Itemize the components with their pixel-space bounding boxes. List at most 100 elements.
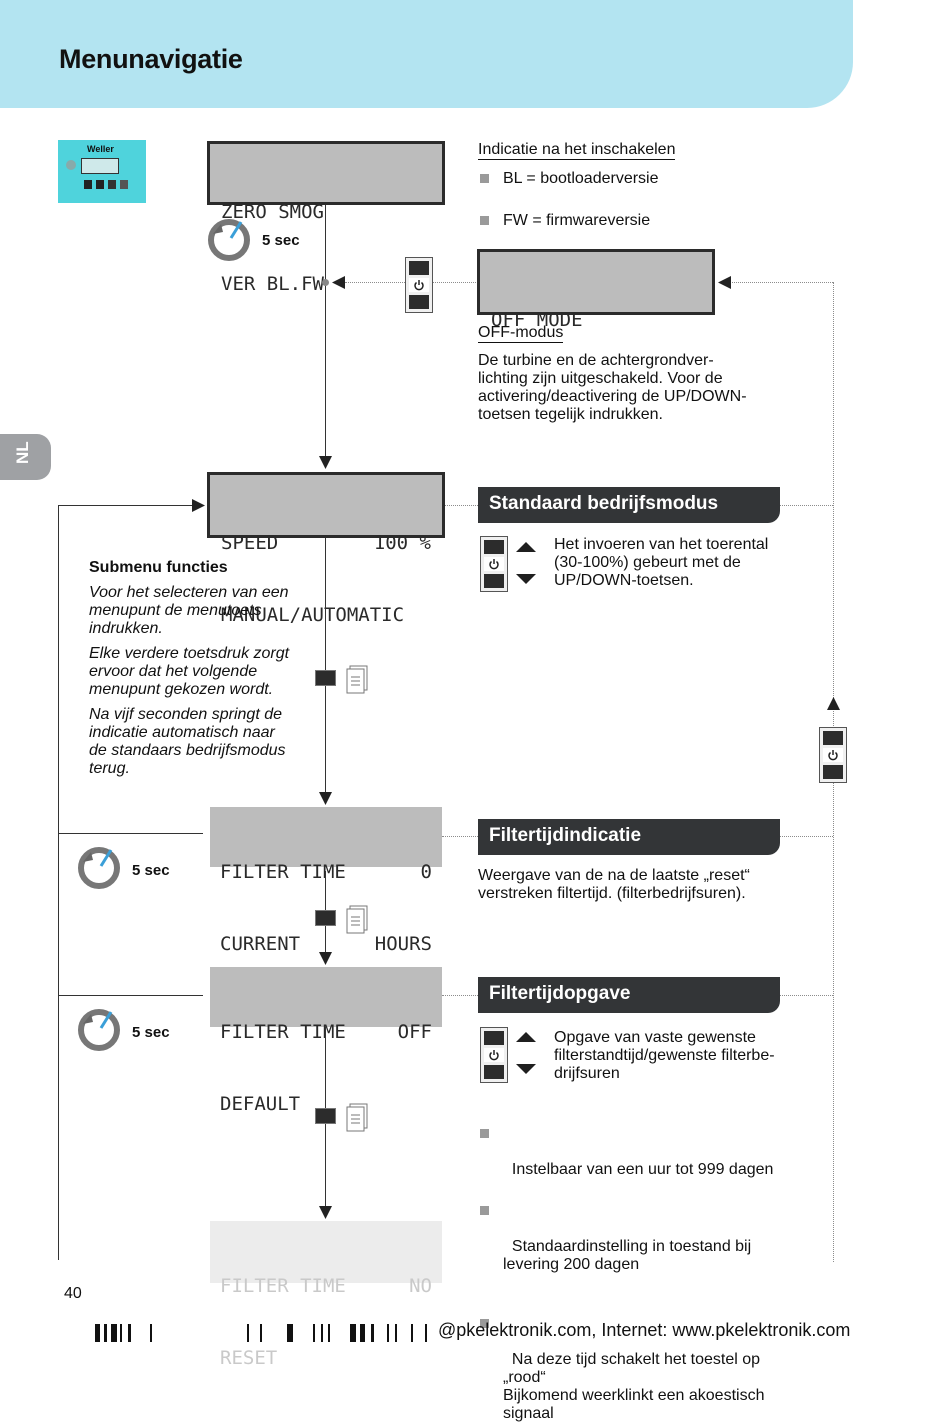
off-info-heading: OFF-modus — [478, 324, 564, 343]
up-arrow-icon[interactable] — [516, 1032, 536, 1042]
page-number: 40 — [64, 1285, 82, 1302]
flow-line-dotted — [780, 995, 833, 996]
timer-label: 5 sec — [262, 232, 300, 249]
timer-5sec-icon — [208, 219, 250, 261]
arrow-left-icon — [718, 276, 731, 289]
lcd-speed: SPEED 100 % MANUAL/AUTOMATIC — [207, 472, 445, 626]
startup-info-heading: Indicatie na het inschakelen — [478, 141, 676, 160]
bullet-square-icon — [480, 174, 489, 183]
section-header-filter-setting: Filtertijdopgave — [478, 977, 780, 1013]
lcd-line: ZERO SMOG — [221, 201, 324, 223]
lcd-value: NO — [409, 1275, 432, 1297]
list-item: Instelbaar van een uur tot 999 dagen — [478, 1125, 950, 1179]
flow-line — [58, 505, 59, 1260]
section-header-filter-indication: Filtertijdindicatie — [478, 819, 780, 855]
arrow-right-icon — [192, 499, 205, 512]
lcd-filter-default: FILTER TIME OFF DEFAULT — [210, 967, 442, 1115]
menu-document-icon — [346, 1103, 368, 1132]
lcd-off-mode: OFF MODE — [477, 249, 715, 331]
device-display — [81, 158, 119, 174]
control-buttons[interactable] — [480, 1027, 508, 1083]
page-header-band — [0, 0, 853, 108]
arrow-up-icon — [827, 697, 840, 710]
lcd-line: MANUAL/AUTOMATIC — [221, 604, 405, 626]
arrow-left-icon — [332, 276, 345, 289]
flow-line — [58, 995, 203, 996]
arrow-down-icon — [319, 952, 332, 965]
submenu-paragraph: Voor het selecteren van een menupunt de … — [89, 584, 289, 637]
lcd-line: DEFAULT — [220, 1093, 301, 1115]
arrow-down-icon — [319, 792, 332, 805]
down-arrow-icon[interactable] — [516, 1064, 536, 1074]
list-item: BL = bootloaderversie — [478, 170, 950, 188]
flow-line-dotted — [445, 505, 480, 506]
lcd-line: FILTER TIME — [220, 1021, 346, 1043]
device-brand-logo: Weller — [87, 144, 114, 154]
bullet-square-icon — [480, 1206, 489, 1215]
lcd-line: RESET — [220, 1347, 278, 1369]
flow-line — [58, 833, 203, 834]
power-button-group[interactable] — [819, 727, 847, 783]
power-icon[interactable] — [409, 278, 429, 292]
lcd-value: 100 % — [373, 532, 431, 554]
barcode-graphic — [95, 1324, 427, 1342]
menu-button-icon[interactable] — [315, 910, 336, 926]
section-header-standard: Standaard bedrijfsmodus — [478, 487, 780, 523]
lcd-line: OFF MODE — [491, 309, 583, 331]
menu-document-icon — [346, 665, 368, 694]
page-title: Menunavigatie — [59, 44, 243, 74]
arrow-down-icon — [319, 1206, 332, 1219]
lcd-line: SPEED — [221, 532, 279, 554]
junction-dot — [322, 279, 329, 286]
power-icon[interactable] — [484, 557, 504, 571]
bullet-square-icon — [480, 1319, 489, 1328]
arrow-down-icon — [319, 456, 332, 469]
filter-setting-text: Opgave van vaste gewenste filterstandtij… — [554, 1029, 775, 1082]
menu-document-icon — [346, 905, 368, 934]
bullet-square-icon — [480, 216, 489, 225]
lcd-value: OFF — [397, 1021, 432, 1043]
power-icon[interactable] — [823, 748, 843, 762]
timer-5sec-icon — [78, 847, 120, 889]
lcd-value: HOURS — [374, 933, 432, 955]
device-led — [66, 160, 76, 170]
bullet-square-icon — [480, 1129, 489, 1138]
menu-button-icon[interactable] — [315, 1108, 336, 1124]
flow-line-dotted — [433, 282, 478, 283]
flow-line-dotted — [442, 995, 478, 996]
flow-line-dotted — [780, 505, 833, 506]
power-button-group[interactable] — [405, 257, 433, 313]
off-info-text: De turbine en de achtergrondver- lichtin… — [478, 352, 747, 423]
flow-line-dotted — [442, 836, 478, 837]
footer-contact: @pkelektronik.com, Internet: www.pkelekt… — [438, 1320, 851, 1340]
submenu-paragraph: Na vijf seconden springt de indicatie au… — [89, 706, 286, 777]
submenu-paragraph: Elke verdere toetsdruk zorgt ervoor dat … — [89, 645, 290, 698]
lcd-line: CURRENT — [220, 933, 301, 955]
flow-line-dotted — [780, 836, 833, 837]
submenu-heading: Submenu functies — [89, 559, 228, 576]
menu-button-icon[interactable] — [315, 670, 336, 686]
down-arrow-icon[interactable] — [516, 574, 536, 584]
lcd-startup: ZERO SMOG VER BL.FW — [207, 141, 445, 295]
flow-line-dotted — [345, 282, 405, 283]
lcd-line: FILTER TIME — [220, 1275, 346, 1297]
language-tab: NL — [0, 434, 51, 480]
language-tab-label: NL — [13, 441, 32, 464]
device-panel-image: Weller — [58, 140, 146, 203]
timer-5sec-icon — [78, 1009, 120, 1051]
timer-label: 5 sec — [132, 1024, 170, 1041]
list-item: Standaardinstelling in toestand bij leve… — [478, 1202, 950, 1274]
lcd-filter-reset: FILTER TIME NO RESET — [210, 1221, 442, 1369]
lcd-line: FILTER TIME — [220, 861, 346, 883]
control-buttons[interactable] — [480, 536, 508, 592]
lcd-line: VER BL.FW — [221, 273, 324, 295]
up-arrow-icon[interactable] — [516, 542, 536, 552]
flow-line — [58, 505, 193, 506]
flow-line — [325, 538, 326, 793]
standard-mode-text: Het invoeren van het toerental (30-100%)… — [554, 536, 769, 589]
filter-indication-text: Weergave van de na de laatste „reset“ ve… — [478, 867, 750, 902]
flow-line — [325, 205, 326, 460]
flow-line-dotted — [732, 282, 833, 283]
power-icon[interactable] — [484, 1048, 504, 1062]
